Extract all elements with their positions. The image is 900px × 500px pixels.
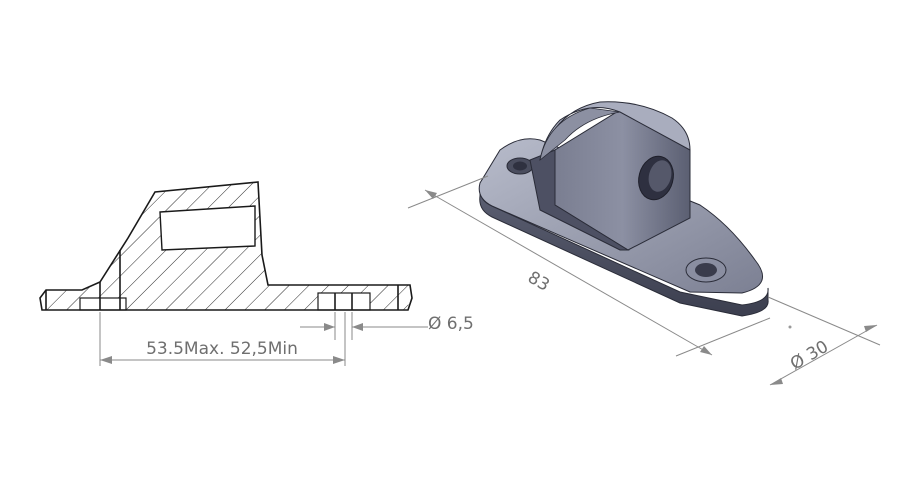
section-counterbore xyxy=(317,292,371,311)
tower-top xyxy=(539,101,691,161)
section-hole-dimension: Ø 6,5 xyxy=(428,314,474,334)
section-dimensions: 53.5Max. 52,5Min Ø 6,5 xyxy=(99,312,474,366)
section-length-dimension: 53.5Max. 52,5Min xyxy=(146,339,298,359)
section-view xyxy=(39,181,413,311)
section-bore-cavity xyxy=(159,205,256,251)
iso-length-dimension: 83 xyxy=(524,268,553,296)
isometric-view xyxy=(478,101,792,329)
iso-width-dimension: Ø 30 xyxy=(787,337,832,375)
section-outline xyxy=(39,181,413,311)
tower-front xyxy=(529,149,630,251)
iso-dimensions: 83 Ø 30 xyxy=(407,175,881,386)
section-left-relief xyxy=(79,297,127,311)
